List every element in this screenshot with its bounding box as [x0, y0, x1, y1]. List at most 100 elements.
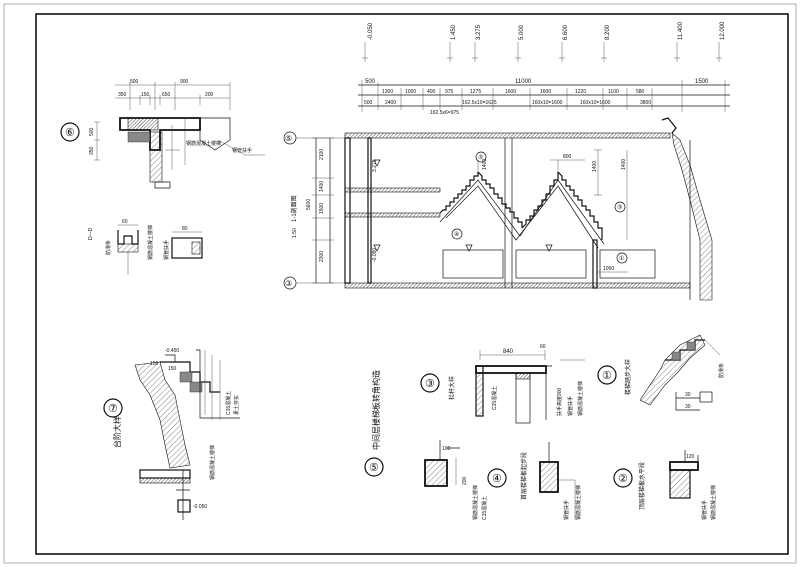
note-label: 钢筋混凝土楼梯: [147, 225, 154, 260]
dim-text: 2400: [385, 100, 396, 106]
note-label: 扶手高度900: [556, 387, 563, 416]
dim-text: 162.5x6=975: [430, 110, 459, 116]
note-label: D—D: [88, 227, 94, 240]
detail-1: ① 楼梯踏步大样 30 30 防滑条: [597, 334, 725, 411]
dim-text: 400: [427, 89, 436, 95]
dim-text: 3800: [640, 100, 651, 106]
note-label: 钢管扶手: [563, 500, 570, 520]
dim-text: 1600: [540, 89, 551, 95]
elevation-label: 3.275: [372, 159, 378, 172]
dim-text: 1275: [470, 89, 481, 95]
elevation-markers: -0.050 1.450 3.275 5.000 6.600 8.200 11.…: [362, 21, 726, 62]
dim-text: 150: [150, 361, 159, 367]
note-label: 钢筋混凝土楼梯: [575, 485, 582, 520]
note-label: 钢管扶手: [232, 147, 252, 154]
detail-title: 栏杆大样: [448, 376, 456, 400]
elevation-label: 12.000: [720, 21, 726, 40]
note-label: 钢筋混凝土楼梯: [209, 445, 216, 480]
detail-7: ⑦ 台阶大样 -0.450 150 150 C15混凝土 素土夯实 -0.050…: [103, 348, 240, 520]
dimension-chains: 500 11000 1500 1300 1000 400 975 1275 16…: [358, 79, 730, 116]
elevation-label: -0.450: [165, 348, 179, 354]
detail-callout: [487, 468, 507, 488]
dim-text: 1400: [621, 159, 627, 170]
note-label: 钢管扶手: [701, 500, 708, 520]
detail-callout: [60, 122, 80, 142]
detail-title: 首层楼梯板起步段: [520, 452, 528, 500]
dim-text: 500: [365, 79, 376, 85]
note-label: 钢管扶手: [163, 240, 170, 260]
dim-text: 1400: [319, 181, 325, 192]
detail-callout: [613, 468, 633, 488]
dim-text: 800: [563, 154, 572, 160]
dim-text: 11000: [515, 79, 532, 85]
dim-text: 1220: [575, 89, 586, 95]
dim-text: 60: [122, 219, 128, 225]
dim-text: 200: [462, 476, 468, 485]
dim-text: 500: [89, 127, 95, 136]
note-label: 钢筋混凝土楼梯: [472, 485, 479, 520]
detail-callout: [364, 457, 384, 477]
dim-text: 60: [540, 344, 546, 350]
detail-title: 台阶大样: [112, 416, 122, 448]
elevation-label: 1.450: [451, 24, 457, 40]
dim-text: 1100: [608, 89, 619, 95]
note-label: 钢筋混凝土楼梯: [577, 381, 584, 416]
dim-text: 840: [503, 349, 514, 355]
detail-3: ③ 栏杆大样 840 60 扶手高度900 钢管扶手 钢筋混凝土楼梯 C15混凝…: [420, 344, 585, 424]
dim-text: 350: [118, 92, 127, 98]
dim-text: 1600: [505, 89, 516, 95]
rail-details: 60 D—D 防滑条 80 钢管扶手 钢筋混凝土楼梯: [88, 219, 203, 275]
dim-text: 120: [686, 454, 695, 460]
elevation-label: -0.050: [372, 248, 378, 262]
callout-label: ⑤: [478, 154, 483, 161]
elevation-label: 8.200: [605, 24, 611, 40]
elevation-label: 5.000: [519, 24, 525, 40]
detail-callout: [475, 151, 487, 163]
callout-label: ①: [602, 370, 612, 382]
dim-text: 1500: [695, 79, 709, 85]
callout-label: ④: [454, 231, 459, 238]
detail-callout: [614, 201, 626, 213]
section-scale: 1:50: [292, 228, 298, 238]
dim-text: 975: [445, 89, 454, 95]
note-label: 钢筋混凝土楼梯: [186, 140, 221, 147]
elevation-label: -0.050: [193, 504, 207, 510]
note-label: 钢管扶手: [567, 396, 574, 416]
callout-label: ②: [618, 473, 628, 485]
dim-text: 350: [89, 146, 95, 155]
dim-text: 1500: [319, 203, 325, 214]
dim-text: 500: [364, 100, 373, 106]
dim-text: 1400: [482, 159, 488, 170]
dim-text: 30: [685, 392, 691, 398]
detail-2: ② 顶层楼梯板水平段 120 钢管扶手 钢筋混凝土楼梯: [613, 450, 717, 520]
dim-text: 1050: [603, 266, 614, 272]
note-label: 防滑条: [718, 363, 725, 378]
callout-label: ⑥: [65, 127, 75, 139]
dim-text: 150: [141, 92, 150, 98]
detail-callout: [420, 373, 440, 393]
note-label: 钢筋混凝土楼梯: [710, 485, 717, 520]
dim-text: 1300: [382, 89, 393, 95]
dim-text: 1000: [405, 89, 416, 95]
dim-text: 150: [168, 366, 177, 372]
dim-text: 160x10=1600: [532, 100, 563, 106]
elevation-label: 3.275: [476, 24, 482, 40]
elevation-label: 11.400: [678, 21, 684, 40]
dim-text: 200: [205, 92, 214, 98]
callout-label: ①: [619, 255, 624, 262]
inner-border: [35, 13, 789, 555]
callout-label: ③: [617, 204, 622, 211]
note-label: 素土夯实: [233, 395, 240, 415]
dim-text: 1400: [592, 161, 598, 172]
detail-5: ⑤ 中间层楼梯板转角构造 100 200 钢筋混凝土楼梯 C15混凝土: [364, 370, 488, 520]
detail-4: ④ 首层楼梯板起步段 钢管扶手 钢筋混凝土楼梯: [487, 442, 582, 520]
section-title: 1-1剖面图: [290, 195, 298, 222]
detail-title: 顶层楼梯板水平段: [638, 462, 646, 510]
dim-text: 162.5x10=1625: [462, 100, 497, 106]
grid-axis-label: ⑤: [285, 134, 292, 143]
detail-callout: [616, 252, 628, 264]
note-label: C15混凝土: [225, 391, 232, 415]
dim-text: 500: [130, 79, 139, 85]
dim-text: 2300: [319, 251, 325, 262]
